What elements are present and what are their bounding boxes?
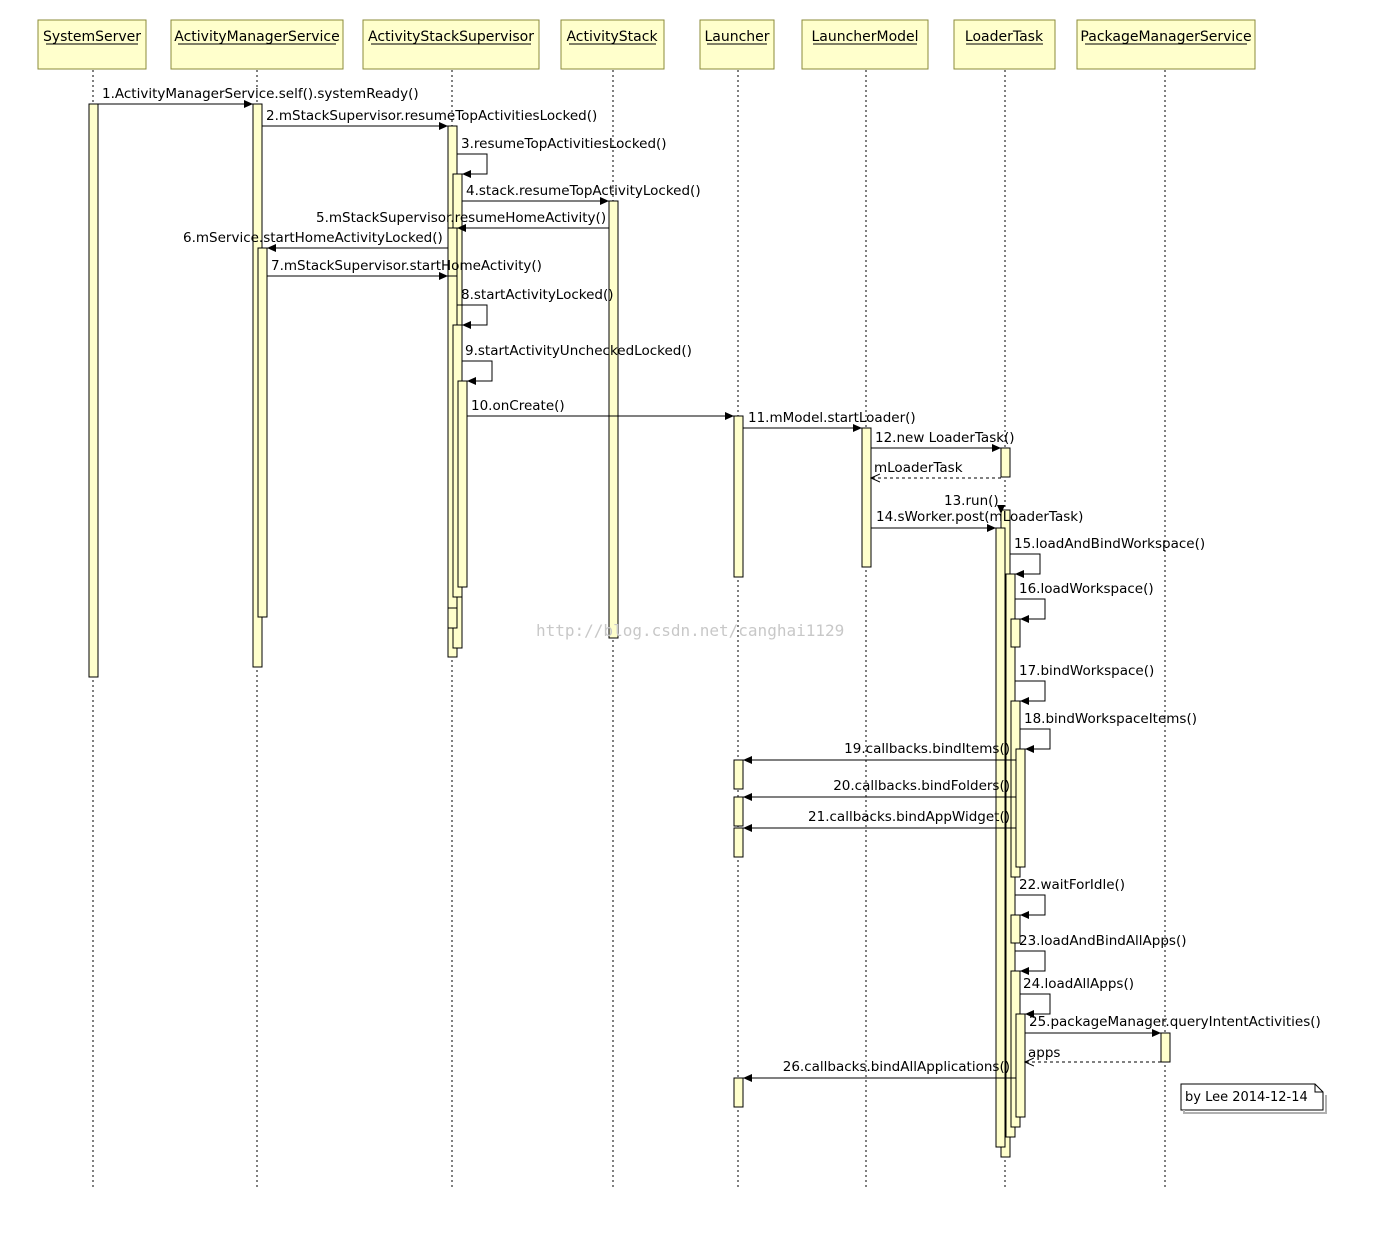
- activation-bar: [733, 827, 744, 858]
- note-text: by Lee 2014-12-14: [1185, 1090, 1308, 1105]
- participant-label: SystemServer: [43, 29, 141, 45]
- message-arrow: [1015, 950, 1046, 975]
- message-label: 23.loadAndBindAllApps(): [1019, 933, 1187, 949]
- message-arrow: [457, 153, 488, 178]
- message-label: 9.startActivityUncheckedLocked(): [465, 343, 692, 359]
- participant-label: LauncherModel: [811, 29, 918, 45]
- message-label: apps: [1028, 1045, 1060, 1061]
- message-label: 10.onCreate(): [471, 398, 565, 414]
- message-arrows: [98, 100, 1161, 1082]
- message-label: 26.callbacks.bindAllApplications(): [783, 1059, 1010, 1075]
- participant-label: ActivityManagerService: [174, 29, 339, 45]
- message-label: 8.startActivityLocked(): [461, 287, 614, 303]
- message-labels: 1.ActivityManagerService.self().systemRe…: [102, 86, 1321, 1075]
- message-label: 14.sWorker.post(mLoaderTask): [876, 509, 1083, 525]
- message-label: 13.run(): [944, 493, 999, 509]
- activation-bar: [608, 200, 619, 639]
- message-arrow: [457, 304, 488, 329]
- activation-bar: [1010, 618, 1021, 648]
- message-label: 11.mModel.startLoader(): [748, 410, 916, 426]
- message-label: 21.callbacks.bindAppWidget(): [808, 809, 1010, 825]
- activation-bar: [457, 380, 468, 588]
- activation-bar: [733, 759, 744, 790]
- message-arrow: [1020, 993, 1051, 1018]
- message-arrow: [1010, 553, 1041, 578]
- message-label: 15.loadAndBindWorkspace(): [1014, 536, 1205, 552]
- message-label: 5.mStackSupervisor.resumeHomeActivity(): [316, 210, 606, 226]
- message-arrow: [1020, 728, 1051, 753]
- message-label: 19.callbacks.bindItems(): [844, 741, 1010, 757]
- message-label: 2.mStackSupervisor.resumeTopActivitiesLo…: [266, 108, 597, 124]
- message-label: mLoaderTask: [874, 460, 963, 476]
- activation-bar: [733, 796, 744, 827]
- message-label: 4.stack.resumeTopActivityLocked(): [466, 183, 701, 199]
- activation-bar: [1010, 914, 1021, 944]
- activation-bar: [733, 1077, 744, 1108]
- participant-label: ActivityStackSupervisor: [368, 29, 534, 45]
- activation-bar: [733, 415, 744, 578]
- activations: [88, 103, 1171, 1158]
- activation-bar: [88, 103, 99, 678]
- message-label: 16.loadWorkspace(): [1019, 581, 1154, 597]
- watermark: http://blog.csdn.net/canghai1129: [536, 621, 844, 640]
- participant-label: LoaderTask: [965, 29, 1044, 45]
- message-label: 6.mService.startHomeActivityLocked(): [183, 230, 443, 246]
- message-label: 3.resumeTopActivitiesLocked(): [461, 136, 667, 152]
- message-arrow: [1015, 598, 1046, 623]
- participant-labels: SystemServer ActivityManagerService Acti…: [43, 29, 1252, 45]
- activation-bar: [1000, 447, 1011, 478]
- activation-bar: [1015, 748, 1026, 868]
- message-arrow: [1015, 894, 1046, 919]
- activation-bar: [995, 527, 1006, 1148]
- message-arrow: [462, 360, 493, 385]
- activation-bar: [1160, 1032, 1171, 1063]
- activation-bar: [861, 427, 872, 568]
- participant-label: PackageManagerService: [1080, 29, 1251, 45]
- message-arrow: [1015, 680, 1046, 705]
- message-label: 7.mStackSupervisor.startHomeActivity(): [271, 258, 542, 274]
- message-label: 18.bindWorkspaceItems(): [1024, 711, 1197, 727]
- message-label: 24.loadAllApps(): [1023, 976, 1134, 992]
- message-label: 17.bindWorkspace(): [1019, 663, 1154, 679]
- message-label: 12.new LoaderTask(): [875, 430, 1015, 446]
- message-label: 20.callbacks.bindFolders(): [833, 778, 1010, 794]
- author-note: by Lee 2014-12-14: [1180, 1083, 1327, 1114]
- participant-label: ActivityStack: [566, 29, 658, 45]
- participant-label: Launcher: [704, 29, 769, 45]
- activation-bar: [1015, 1013, 1026, 1118]
- message-label: 22.waitForIdle(): [1019, 877, 1125, 893]
- message-label: 25.packageManager.queryIntentActivities(…: [1029, 1014, 1321, 1030]
- message-label: 1.ActivityManagerService.self().systemRe…: [102, 86, 419, 102]
- activation-bar: [257, 247, 268, 618]
